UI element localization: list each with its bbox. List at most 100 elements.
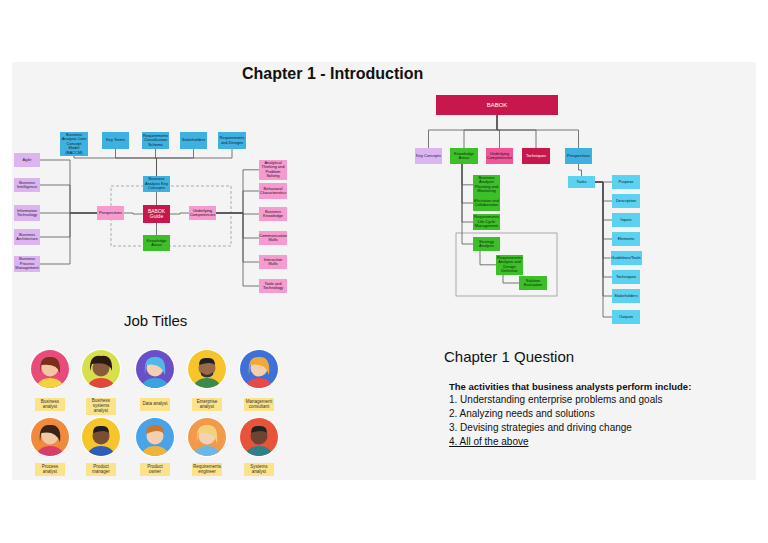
concept-box: Requirements Classification Schema [142,132,169,149]
connector-line [595,182,612,220]
node-text: Inputs [621,218,632,222]
section-heading: Job Titles [124,312,187,330]
connector-line [116,149,157,176]
connector-line [595,182,612,277]
connector-line [497,115,536,148]
task-element-box: Description [612,194,640,208]
node-text: Management consultant [245,400,273,410]
perspective-box: Information Technology [14,205,40,221]
node-text: Requirements Classification Schema [143,134,168,147]
competency-box: Business Knowledge [259,207,287,221]
concept-box: Stakeholders [180,132,207,149]
competency-box: Analytical Thinking and Problem Solving [259,160,287,180]
task-box: Tasks [568,176,595,188]
job-title-box: Requirements engineer [192,463,222,476]
node-text: Systems analyst [245,465,273,475]
perspective-box: Business Architecture [14,229,40,245]
node-text: Solution Evaluation [520,279,546,288]
node-text: Data analyst [142,402,167,407]
connector-line [156,192,157,205]
node-text: Knowledge Areas [451,152,477,161]
connector-line [216,213,259,286]
connector-line [40,213,97,237]
node-text: Perspectives [99,211,122,215]
job-title-box: Data analyst [140,398,170,411]
knowledge-area-box: Requirements Analysis and Design Definit… [496,255,523,275]
node-text: Techniques [616,275,636,279]
node-text: Perspectives [567,154,590,158]
connector-line [480,251,496,265]
job-title-box: Process analyst [35,463,65,476]
node-text: Underlying Competencies [190,209,216,218]
category-box: Techniques [522,148,550,164]
connector-line [462,164,473,222]
node-text: Requirements Life Cycle Management [474,215,499,228]
competency-box: Interaction Skills [259,255,287,269]
connector-line [157,149,194,176]
job-title-box: Business systems analyst [86,398,116,415]
node-text: Stakeholders [614,294,637,298]
task-element-box: Purpose [612,175,640,189]
node-text: Stakeholders [182,138,205,142]
competency-box: Underlying Competencies [189,206,216,220]
node-text: Business analyst [36,400,64,410]
category-box: Knowledge Areas [450,148,478,164]
connector-line [497,115,579,148]
node-text: Agile [23,158,32,162]
node-text: Process analyst [36,465,64,475]
knowledge-area-box: Requirements Life Cycle Management [473,214,500,230]
node-text: BABOK [487,102,508,109]
node-text: Requirements and Designs [219,136,245,145]
node-text: Key Terms [106,138,125,142]
perspective-box: Perspectives [97,206,124,220]
category-box: Key Concepts [415,148,442,164]
page-title: Chapter 1 - Introduction [242,65,423,83]
section-heading: Chapter 1 Question [444,348,574,366]
node-text: Strategy Analysis [474,240,499,249]
group-outline [456,233,557,296]
node-text: Techniques [526,154,546,158]
node-text: Requirements engineer [193,465,221,475]
avatar-icons [30,349,279,468]
job-title-box: Product owner [140,463,170,476]
node-text: Knowledge Areas [144,239,169,248]
concept-box: Key Terms [102,132,129,149]
connector-line [595,182,612,239]
node-text: Business Analysis Planning and Monitorin… [474,176,499,194]
perspective-box: Business Process Management [14,256,40,272]
knowledge-area-box: Elicitation and Collaboration [473,195,500,211]
perspective-box: Agile [14,153,40,167]
connector-line [595,182,612,317]
center-box: BABOK Guide [143,205,170,223]
root-box: BABOK [436,95,558,115]
node-text: Key Concepts [416,154,441,158]
connector-line [216,213,259,262]
node-text: Product manager [87,465,115,475]
node-text: Business Analysis Key Concepts [144,177,169,190]
node-text: Description [616,199,636,203]
background-panel [12,62,756,480]
node-text: Communication Skills [259,234,287,243]
job-title-box: Management consultant [244,398,274,411]
node-text: Enterprise analyst [193,400,221,410]
node-text: Business systems analyst [87,399,115,414]
connector-line [216,170,259,213]
node-text: Elicitation and Collaboration [474,199,499,208]
node-text: Guidelines/Tools [611,256,640,260]
task-element-box: Inputs [612,213,640,227]
node-text: Business Intelligence [15,181,39,190]
concept-box: Business Analysis Key Concepts [143,176,170,192]
question-text: The activities that business analysts pe… [449,381,691,392]
answer-option: 1. Understanding enterprise problems and… [449,394,662,406]
node-text: BABOK Guide [144,209,169,220]
node-text: Business Analysis Core Concept Model (BA… [61,133,87,155]
node-text: Elements [618,237,635,241]
node-text: Analytical Thinking and Problem Solving [260,161,286,179]
task-element-box: Stakeholders [612,289,640,303]
knowledge-box: Knowledge Areas [143,235,170,251]
connector-line [40,160,97,213]
connector-line [216,191,259,213]
connector-line [40,185,97,213]
connector-line [216,213,259,238]
concept-box: Requirements and Designs [218,132,246,149]
